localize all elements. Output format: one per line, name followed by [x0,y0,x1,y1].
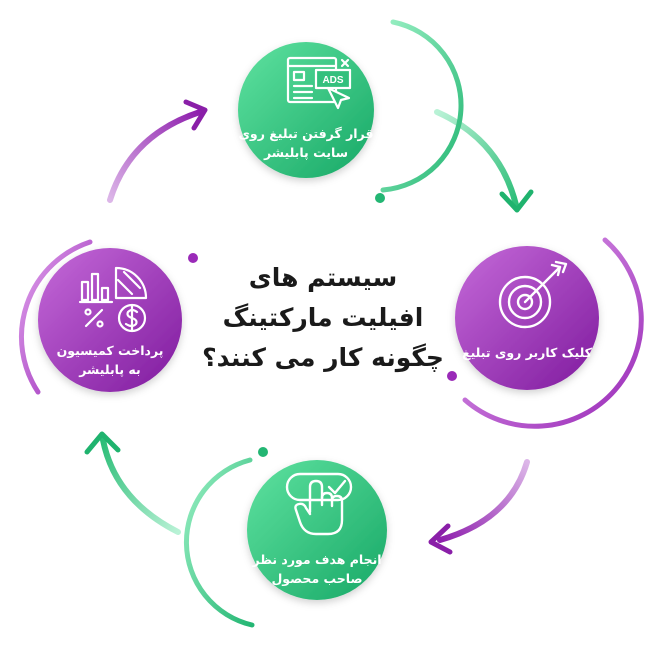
connector-bottom-to-left [84,431,181,535]
node-top-label-line-1: قرار گرفتن تبلیغ روی [238,126,374,141]
node-left-label-line-1: پرداخت کمیسیون [56,343,164,358]
node-left-label: پرداخت کمیسیون به پابلیشر [30,341,190,379]
node-bottom-arc [183,457,255,628]
ads-webpage-icon [286,56,352,110]
diagram-title-line-2: افیلیت مارکتینگ [222,303,424,332]
node-right-arc [462,237,644,429]
diagram-title-line-3: چگونه کار می کنند؟ [202,343,444,372]
connector-top-to-right [434,109,534,213]
ads-label: ADS [322,75,343,86]
node-left-arc [18,239,93,395]
arrow-up-right-icon [183,99,208,131]
arrow-down-left-icon [428,523,453,555]
node-top-label: قرار گرفتن تبلیغ روی سایت پابلیشر [226,124,386,162]
node-right-label-line-1: کلیک کاربر روی تبلیغ [462,345,592,360]
node-bottom-dot [258,447,268,457]
diagram-title-line-1: سیستم های [248,263,398,292]
node-left [18,239,198,395]
node-top-dot [375,193,385,203]
node-left-dot [188,253,198,263]
node-bottom-label-line-1: انجام هدف مورد نظر [252,552,382,567]
node-top-arc [380,19,464,193]
arrow-up-left-icon [84,431,121,455]
node-left-circle [38,248,182,392]
node-bottom-circle [247,460,387,600]
hand-click-icon [285,472,353,536]
connector-right-to-bottom [428,459,530,555]
node-bottom [183,447,387,628]
node-right-dot [447,371,457,381]
commission-chart-icon [78,266,148,333]
target-icon [498,260,568,329]
node-right [447,237,644,429]
connector-left-to-top [107,99,208,203]
node-top: ADS [238,19,464,203]
diagram-title: سیستم های افیلیت مارکتینگ چگونه کار می ک… [188,258,458,378]
node-right-label: کلیک کاربر روی تبلیغ [447,343,607,362]
node-bottom-label: انجام هدف مورد نظر صاحب محصول [237,550,397,588]
arrow-down-right-icon [499,189,534,213]
node-left-label-line-2: به پابلیشر [79,362,141,377]
node-bottom-label-line-2: صاحب محصول [271,571,363,586]
node-top-label-line-2: سایت پابلیشر [263,145,349,160]
